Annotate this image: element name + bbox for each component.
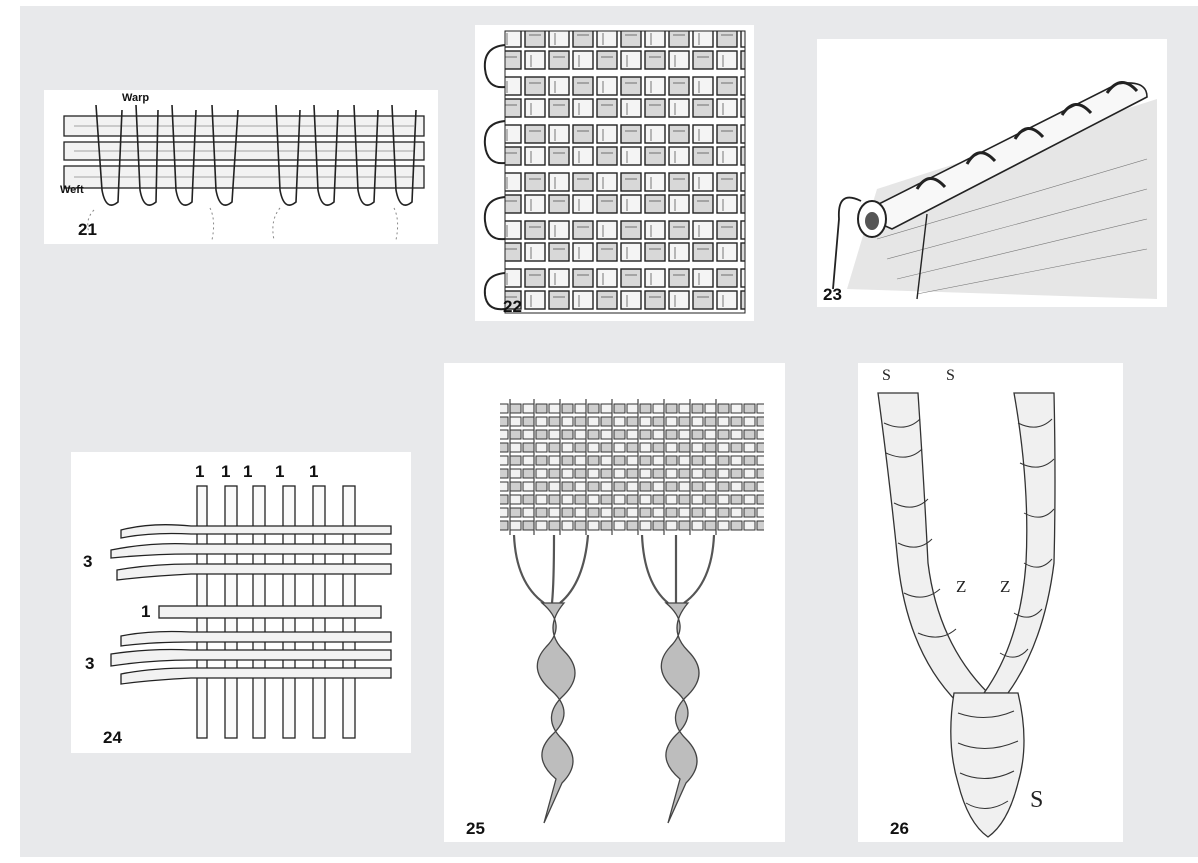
figure-23-coiled-strip-illustration	[817, 39, 1167, 307]
twist-label-top-left: S	[882, 367, 891, 385]
figure-24-number: 24	[103, 728, 122, 748]
figure-25-fringe-twist-illustration	[444, 363, 785, 842]
figure-23-number: 23	[823, 285, 842, 305]
twist-label-top-right: S	[946, 367, 955, 385]
top-count-4: 1	[275, 462, 284, 482]
top-count-3: 1	[243, 462, 252, 482]
figure-21-number: 21	[78, 220, 97, 240]
figure-sheet: Warp Weft 21	[20, 6, 1198, 857]
figure-21-weave-illustration	[44, 90, 438, 244]
figure-26-panel: S S Z Z S 26	[858, 363, 1123, 842]
twist-label-bottom: S	[1030, 787, 1043, 814]
figure-21-panel: Warp Weft 21	[44, 90, 438, 244]
figure-22-panel: 22	[475, 25, 754, 321]
weft-label: Weft	[60, 184, 84, 196]
figure-22-number: 22	[503, 297, 522, 317]
side-count-top-bundle: 3	[83, 552, 92, 572]
top-count-1: 1	[195, 462, 204, 482]
side-count-bottom-bundle: 3	[85, 654, 94, 674]
figure-25-panel: 25	[444, 363, 785, 842]
side-count-single: 1	[141, 602, 150, 622]
twist-label-mid-right: Z	[1000, 577, 1010, 597]
figure-26-plied-cord-illustration	[858, 363, 1123, 842]
twist-label-mid-left: Z	[956, 577, 966, 597]
figure-24-weave-count-illustration	[71, 452, 411, 753]
warp-label: Warp	[122, 92, 149, 104]
figure-24-panel: 1 1 1 1 1 3 1 3 24	[71, 452, 411, 753]
figure-22-basket-weave-illustration	[475, 25, 754, 321]
top-count-2: 1	[221, 462, 230, 482]
figure-25-number: 25	[466, 819, 485, 839]
figure-26-number: 26	[890, 819, 909, 839]
top-count-5: 1	[309, 462, 318, 482]
figure-23-panel: 23	[817, 39, 1167, 307]
